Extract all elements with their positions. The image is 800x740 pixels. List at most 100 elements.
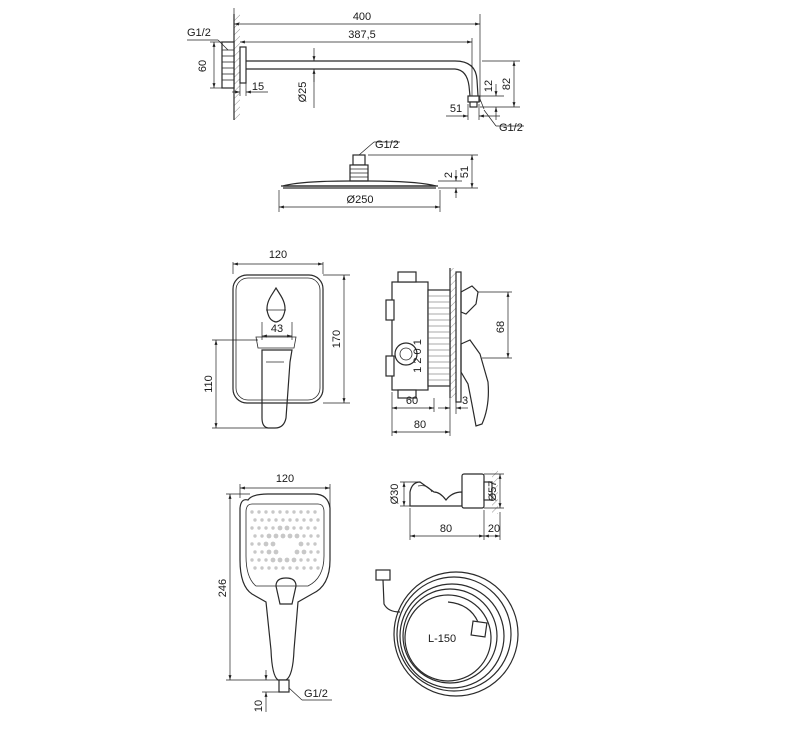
nozzle-dot xyxy=(271,510,275,514)
wall-section xyxy=(234,14,240,120)
nozzle-dot xyxy=(313,542,317,546)
nozzle-dot xyxy=(302,534,306,538)
nozzle-dot xyxy=(270,541,276,547)
hose-nut-top xyxy=(375,569,391,581)
dim-flange-depth: 15 xyxy=(252,81,264,93)
nozzle-dot xyxy=(266,549,272,555)
nozzle-dot xyxy=(284,525,290,531)
nozzle-grid xyxy=(250,510,320,570)
nozzle-dot xyxy=(316,550,320,554)
nozzle-dot xyxy=(309,518,313,522)
nozzle-dot xyxy=(288,566,292,570)
mixer-side-drawing: 1 2 0 1 68 60 3 80 xyxy=(385,268,512,436)
dim-hand-width: 120 xyxy=(276,473,294,485)
nozzle-dot xyxy=(257,558,261,562)
mixer-lever xyxy=(261,349,293,429)
nozzle-dot xyxy=(271,526,275,530)
nozzle-dot xyxy=(260,534,264,538)
nozzle-dot xyxy=(260,550,264,554)
head-connector xyxy=(352,154,366,166)
nozzle-dot xyxy=(291,557,297,563)
spray-button xyxy=(275,577,297,605)
nozzle-dot xyxy=(281,518,285,522)
hose-coil-outer xyxy=(393,571,519,697)
side-lever xyxy=(460,339,489,427)
label-hand-thread: G1/2 xyxy=(304,688,328,700)
wall-elbow xyxy=(461,473,485,509)
nozzle-dot xyxy=(260,518,264,522)
diverter-knob xyxy=(266,286,286,323)
shower-head-drawing: G1/2 2 51 Ø250 xyxy=(278,139,478,212)
nozzle-dot xyxy=(295,566,299,570)
shower-holder xyxy=(409,481,463,507)
nozzle-dot xyxy=(285,510,289,514)
nozzle-dot xyxy=(273,533,279,539)
nozzle-dot xyxy=(250,558,254,562)
nozzle-dot xyxy=(302,566,306,570)
nozzle-dot xyxy=(288,518,292,522)
dim-knob-offset: 43 xyxy=(271,323,283,335)
valve-body-marking: 1 2 0 1 xyxy=(412,339,424,373)
dim-elbow-diameter: Ø57 xyxy=(487,481,499,502)
dim-elbow-length: 20 xyxy=(488,523,500,535)
dim-head-thickness: 2 xyxy=(443,172,455,178)
nozzle-dot xyxy=(298,541,304,547)
dim-drop-total: 82 xyxy=(501,78,513,90)
head-plate xyxy=(282,180,437,187)
dim-total-depth: 80 xyxy=(414,419,426,431)
nozzle-dot xyxy=(302,518,306,522)
nozzle-dot xyxy=(264,558,268,562)
nozzle-dot xyxy=(266,533,272,539)
hand-shower-body xyxy=(239,493,331,681)
dim-lever-height: 110 xyxy=(203,375,215,393)
dim-pipe-diameter: Ø25 xyxy=(297,82,309,103)
nozzle-dot xyxy=(316,534,320,538)
nozzle-dot xyxy=(274,518,278,522)
nozzle-dot xyxy=(301,549,307,555)
wall-holder-drawing: Ø30 Ø57 80 20 xyxy=(389,470,504,540)
valve-port xyxy=(394,342,418,366)
hose-coil-inner xyxy=(404,594,492,682)
label-thread-outlet: G1/2 xyxy=(499,122,523,134)
side-cover-plate xyxy=(455,271,462,403)
nozzle-dot xyxy=(267,566,271,570)
nozzle-dot xyxy=(306,526,310,530)
nozzle-dot xyxy=(313,526,317,530)
dim-hand-neck: 10 xyxy=(253,700,265,712)
dim-front-width: 120 xyxy=(269,249,287,261)
side-wall-section xyxy=(450,268,456,398)
nozzle-dot xyxy=(270,557,276,563)
nozzle-dot xyxy=(253,550,257,554)
dim-drop-inner: 12 xyxy=(483,80,495,92)
nozzle-dot xyxy=(295,518,299,522)
nozzle-dot xyxy=(278,510,282,514)
dim-flange-height: 60 xyxy=(197,60,209,72)
dim-overall-length: 400 xyxy=(353,11,371,23)
dim-holder-diameter: Ø30 xyxy=(389,484,401,505)
valve-body xyxy=(391,281,429,391)
mixer-front-drawing: 120 170 43 110 xyxy=(203,249,350,429)
side-diverter-knob xyxy=(460,285,479,315)
nozzle-dot xyxy=(277,557,283,563)
hand-shower-drawing: 120 246 10 G1/2 xyxy=(217,473,332,712)
nozzle-dot xyxy=(306,510,310,514)
nozzle-dot xyxy=(273,549,279,555)
dim-holder-length: 80 xyxy=(440,523,452,535)
arm-outlet-nut xyxy=(467,95,480,103)
shower-arm-pipe xyxy=(246,60,479,97)
dim-lever-offset: 68 xyxy=(495,321,507,333)
nozzle-dot xyxy=(313,510,317,514)
hose-drawing: L-150 xyxy=(375,569,519,697)
label-thread-wall: G1/2 xyxy=(187,27,211,39)
nozzle-dot xyxy=(267,518,271,522)
nozzle-dot xyxy=(264,510,268,514)
nozzle-dot xyxy=(299,526,303,530)
label-hose-length: L-150 xyxy=(428,633,456,645)
nozzle-dot xyxy=(292,526,296,530)
dim-head-diameter: Ø250 xyxy=(347,194,374,206)
nozzle-dot xyxy=(292,510,296,514)
mixer-cover-plate xyxy=(232,274,324,404)
nozzle-dot xyxy=(287,533,293,539)
nozzle-dot xyxy=(250,526,254,530)
nozzle-dot xyxy=(309,534,313,538)
